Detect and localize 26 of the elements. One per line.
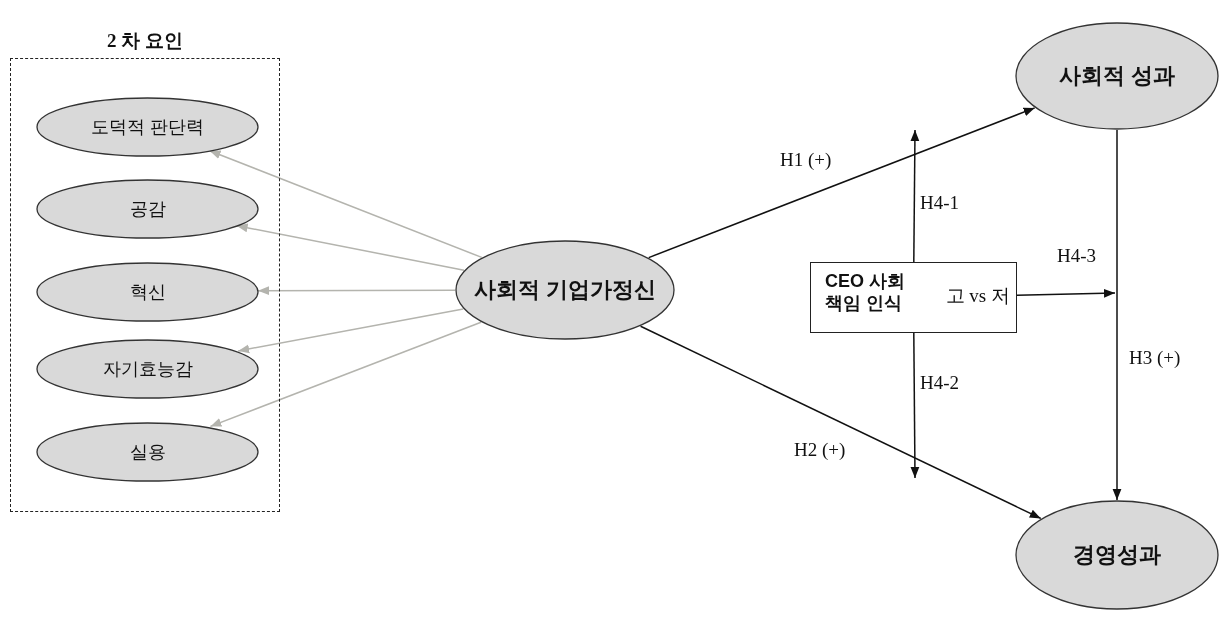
arrow xyxy=(1016,288,1116,298)
arrow xyxy=(209,321,482,428)
factor-oval: 실용 xyxy=(36,422,259,482)
arrow xyxy=(910,332,920,479)
factor-oval: 공감 xyxy=(36,179,259,239)
factor-oval: 사회적 기업가정신 xyxy=(455,240,675,340)
level-label: 고 vs 저 xyxy=(945,284,1010,308)
factor-oval: 혁신 xyxy=(36,262,259,322)
moderator-label: CEO 사회 책임 인식 xyxy=(825,271,906,315)
arrow xyxy=(257,286,456,296)
group-title: 2 차 요인 xyxy=(106,29,184,53)
arrow xyxy=(237,308,464,354)
factor-oval: 도덕적 판단력 xyxy=(36,97,259,157)
arrow xyxy=(235,223,465,271)
edge-label: H3 (+) xyxy=(1127,348,1183,369)
factor-oval: 사회적 성과 xyxy=(1015,22,1219,130)
arrow xyxy=(639,325,1042,520)
edge-label: H2 (+) xyxy=(792,440,848,461)
arrow xyxy=(910,129,920,263)
arrow xyxy=(647,107,1036,259)
edge-label: H1 (+) xyxy=(778,150,834,171)
arrow xyxy=(1112,129,1122,501)
factor-oval: 자기효능감 xyxy=(36,339,259,399)
factor-oval: 경영성과 xyxy=(1015,500,1219,610)
moderator-box xyxy=(810,262,1017,333)
arrow xyxy=(208,149,483,259)
